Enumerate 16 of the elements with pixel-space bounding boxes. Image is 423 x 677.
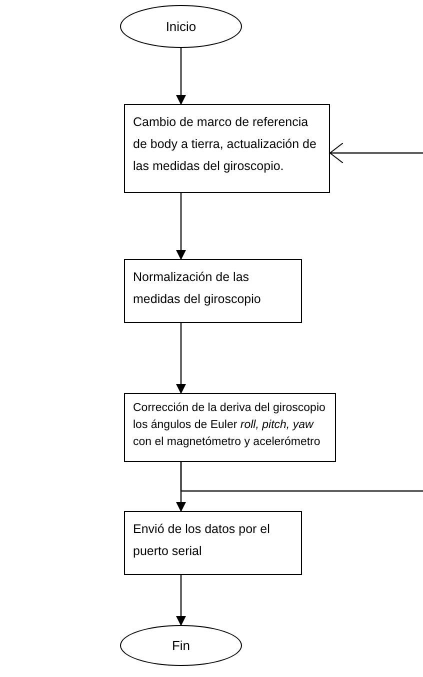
node-text: Envió de los datos por el puerto serial xyxy=(133,521,271,560)
arrow xyxy=(176,193,186,260)
process-box xyxy=(124,104,330,193)
node-text: Cambio de marco de referencia de body a tierra, actualización de las medidas del giroscopio. xyxy=(133,114,318,175)
arrow xyxy=(176,48,186,105)
connector-line xyxy=(180,462,423,492)
arrow xyxy=(330,142,423,164)
process-box xyxy=(124,259,302,323)
process-box xyxy=(124,511,302,575)
arrow xyxy=(176,575,186,626)
node-text: Normalización de las medidas del giroscopio xyxy=(133,269,262,308)
node-text: Inicio xyxy=(166,19,196,34)
node-text: Fin xyxy=(172,638,190,653)
arrow xyxy=(176,323,186,394)
node-text: Corrección de la deriva del giroscopio los ángulos de Euler roll, pitch, yaw con el magnetómetro y acelerómetro xyxy=(133,401,326,450)
process-box xyxy=(124,393,336,462)
